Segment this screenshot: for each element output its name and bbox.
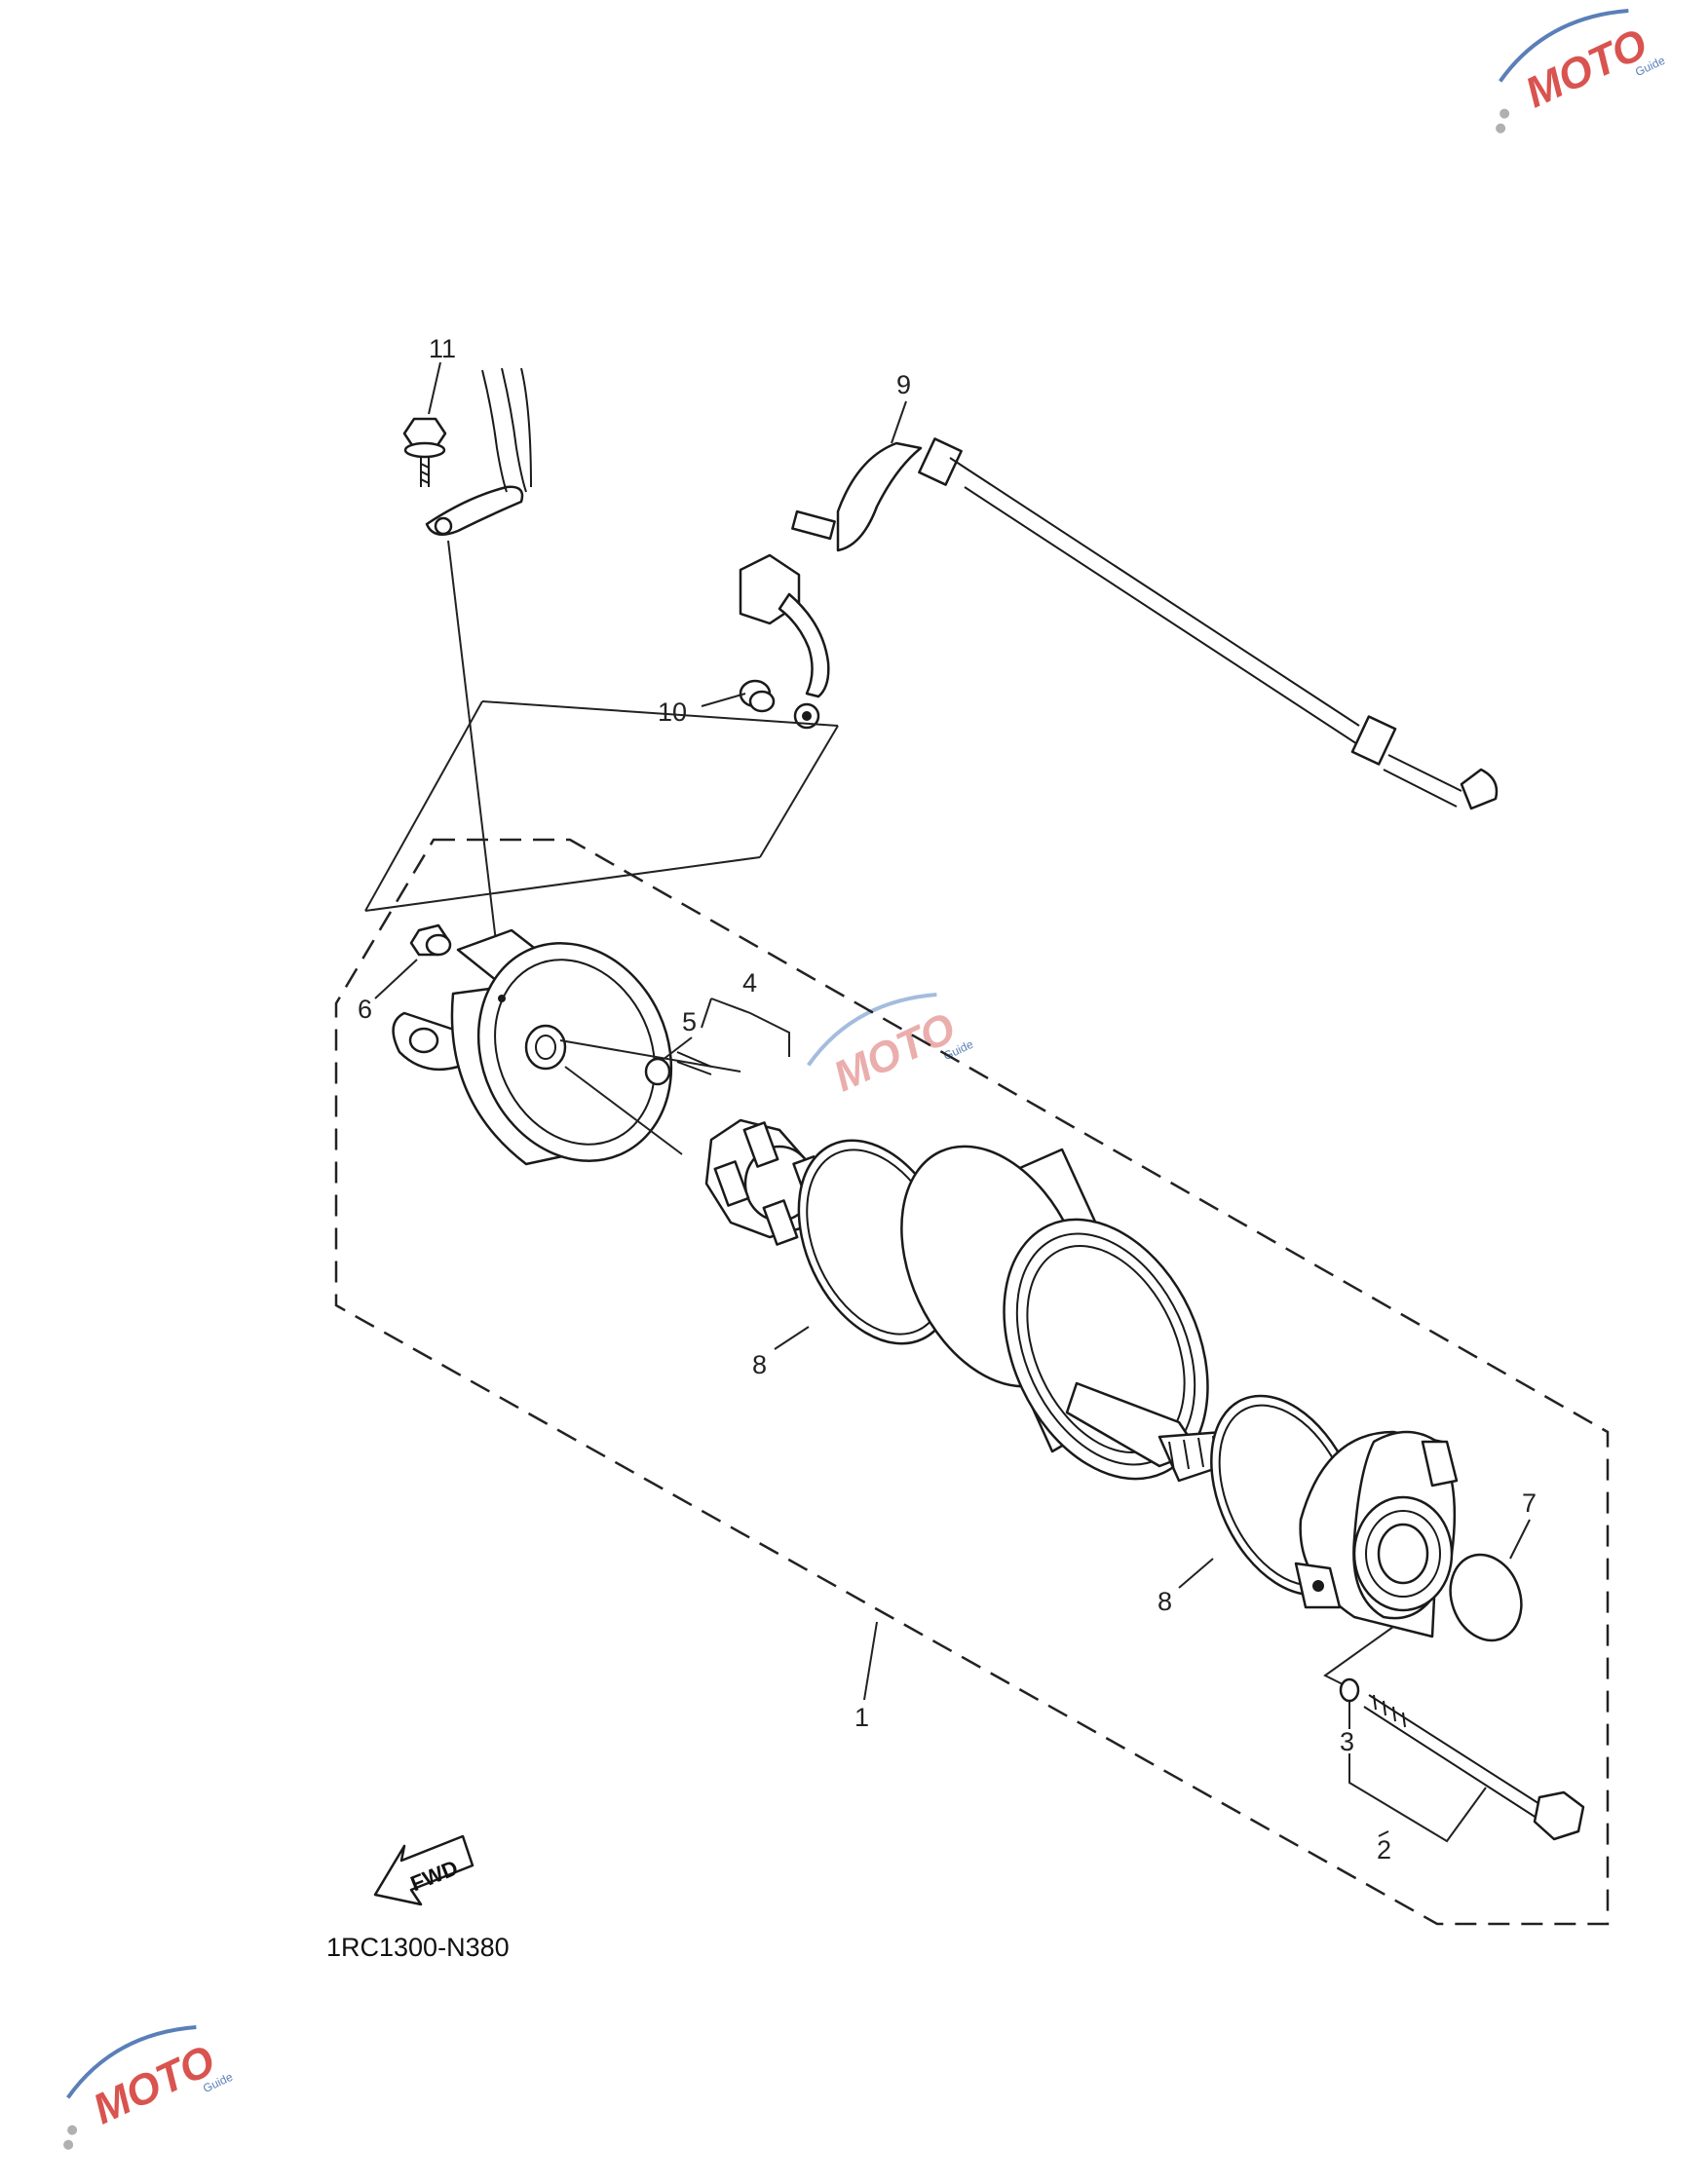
callout-7: 7 xyxy=(1522,1488,1537,1518)
rear-axis-line-b xyxy=(564,1066,683,1155)
front-cover-part xyxy=(1294,1430,1459,1638)
nut-6-part xyxy=(409,923,452,957)
callout-10: 10 xyxy=(658,697,687,727)
terminal-group-bracket xyxy=(364,700,839,912)
callout-9: 9 xyxy=(896,370,911,399)
starter-cable-9-part xyxy=(739,437,1499,810)
callout-5: 5 xyxy=(682,1007,697,1036)
front-cover-bracket xyxy=(1323,1626,1394,1686)
callout-11: 11 xyxy=(429,334,456,363)
callout-8-front: 8 xyxy=(752,1350,767,1379)
brush-holder-4-part xyxy=(676,1051,827,1246)
moto-guide-watermark-center: MOTO Guide xyxy=(807,992,975,1101)
callout-1: 1 xyxy=(854,1703,869,1732)
callout-8-rear: 8 xyxy=(1158,1587,1172,1616)
callout-6: 6 xyxy=(358,995,372,1024)
fwd-arrow-icon: FWD xyxy=(373,1834,474,1906)
moto-guide-watermark-bottom: MOTO Guide xyxy=(63,2024,235,2150)
callout-leaders xyxy=(374,361,1531,1843)
callout-numbers: 11 9 10 6 4 5 8 8 7 1 3 2 xyxy=(358,334,1537,1864)
bolt-11-part xyxy=(402,417,447,487)
bolt-2-part xyxy=(1363,1694,1585,1841)
o-ring-7-part xyxy=(1449,1553,1523,1642)
o-ring-5-part xyxy=(644,1057,671,1086)
o-ring-3-part xyxy=(1339,1677,1360,1703)
nut-10-part xyxy=(739,679,776,713)
rear-cover-part xyxy=(392,928,673,1166)
moto-guide-watermark-top: MOTO Guide xyxy=(1496,8,1667,133)
callout-2: 2 xyxy=(1377,1835,1391,1864)
assembly-boundary-dashed xyxy=(334,838,1610,1926)
harness-clamp-part xyxy=(425,367,532,536)
yoke-part xyxy=(900,1145,1225,1483)
callout-4: 4 xyxy=(742,968,757,998)
callout-3: 3 xyxy=(1340,1727,1354,1756)
bolt-11-fitting-line xyxy=(447,540,498,951)
diagram-code: 1RC1300-N380 xyxy=(326,1933,510,1962)
